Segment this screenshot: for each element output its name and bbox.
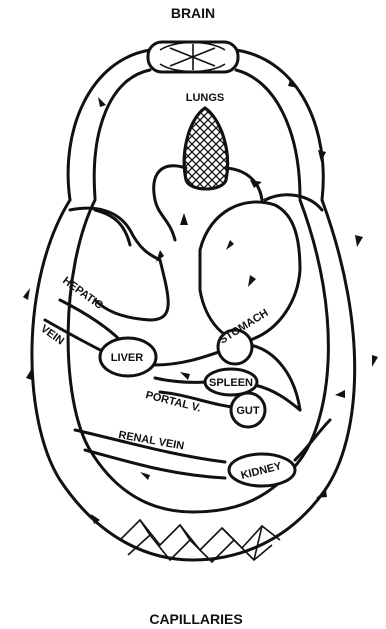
heart [70,195,322,341]
hepatic-system: HEPATIC VEIN LIVER [38,275,156,376]
brain-capillaries [148,42,238,72]
gut-label: GUT [236,405,260,417]
body-capillaries [120,520,280,562]
brain-label: BRAIN [171,5,215,21]
pulmonary-artery [154,166,186,240]
vein-label: VEIN [38,323,66,348]
lungs-label: LUNGS [186,92,225,104]
renal-system: RENAL VEIN KIDNEY [75,420,330,486]
capillaries-label: CAPILLARIES [149,611,242,627]
spleen-label: SPLEEN [209,377,253,389]
liver-label: LIVER [111,352,143,364]
hepatic-label: HEPATIC [60,275,105,312]
lungs: LUNGS [184,92,227,189]
body-circuit [32,200,355,560]
